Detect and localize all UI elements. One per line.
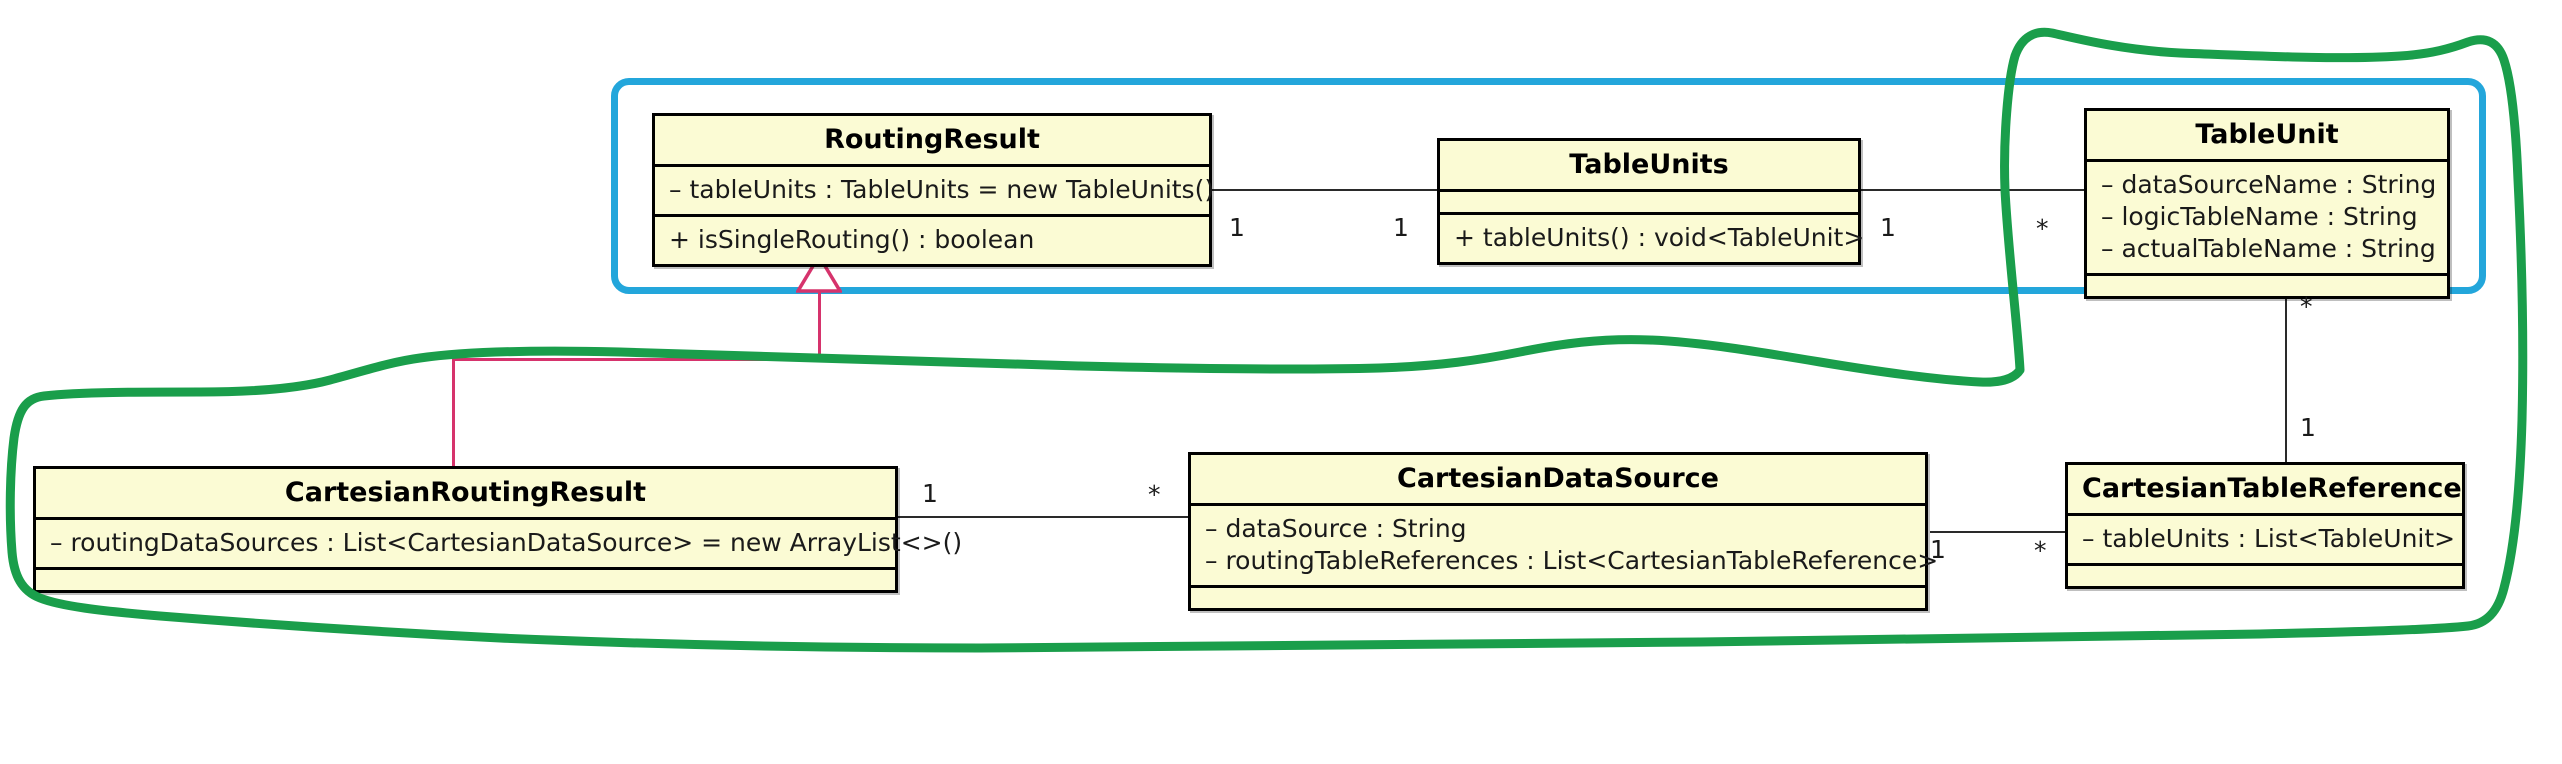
class-attribute: – dataSourceName : String bbox=[2101, 170, 2437, 200]
multiplicity-routingresult-side: 1 bbox=[1229, 213, 1245, 242]
class-title-cartesian-routing-result: CartesianRoutingResult bbox=[36, 469, 895, 521]
class-attributes-cartesian-table-reference: – tableUnits : List<TableUnit> bbox=[2068, 516, 2462, 567]
class-attribute: – routingDataSources : List<CartesianDat… bbox=[50, 528, 963, 558]
multiplicity-tableunits-right-side: 1 bbox=[1880, 213, 1896, 242]
class-attribute: – dataSource : String bbox=[1205, 514, 1467, 544]
association-line-tableunit-cartesiantablereference bbox=[2285, 275, 2287, 475]
class-attributes-table-units bbox=[1440, 192, 1858, 216]
class-box-cartesian-data-source[interactable]: CartesianDataSource – dataSource : Strin… bbox=[1188, 452, 1939, 612]
generalization-line-vertical-child bbox=[452, 358, 455, 469]
class-box-cartesian-table-reference[interactable]: CartesianTableReference – tableUnits : L… bbox=[2065, 462, 2465, 590]
class-methods-cartesian-table-reference bbox=[2068, 566, 2462, 586]
class-box-table-unit[interactable]: TableUnit – dataSourceName : String – lo… bbox=[2084, 108, 2450, 300]
class-title-table-units: TableUnits bbox=[1440, 141, 1858, 193]
class-box-cartesian-routing-result[interactable]: CartesianRoutingResult – routingDataSour… bbox=[33, 466, 963, 594]
class-methods-routing-result: + isSingleRouting() : boolean bbox=[655, 217, 1209, 264]
multiplicity-cartesiantablereference-top-side: 1 bbox=[2300, 413, 2316, 442]
class-attributes-routing-result: – tableUnits : TableUnits = new TableUni… bbox=[655, 167, 1215, 218]
association-line-cartesiandatasource-cartesiantablereference bbox=[1930, 531, 2065, 533]
class-attribute: – logicTableName : String bbox=[2101, 202, 2418, 232]
class-attribute: – routingTableReferences : List<Cartesia… bbox=[1205, 546, 1939, 576]
multiplicity-cartesiantablereference-left-side: * bbox=[2034, 536, 2047, 565]
class-attribute: – actualTableName : String bbox=[2101, 234, 2436, 264]
class-attributes-table-unit: – dataSourceName : String – logicTableNa… bbox=[2087, 162, 2447, 277]
class-methods-table-unit bbox=[2087, 276, 2447, 296]
class-method: + tableUnits() : void<TableUnit> bbox=[1454, 223, 1865, 253]
class-box-routing-result[interactable]: RoutingResult – tableUnits : TableUnits … bbox=[652, 113, 1215, 268]
class-title-cartesian-table-reference: CartesianTableReference bbox=[2068, 465, 2462, 517]
class-title-routing-result: RoutingResult bbox=[655, 116, 1209, 168]
multiplicity-tableunits-left-side: 1 bbox=[1393, 213, 1409, 242]
class-attributes-cartesian-data-source: – dataSource : String – routingTableRefe… bbox=[1191, 506, 1939, 589]
association-line-tableunits-tableunit bbox=[1855, 189, 2084, 191]
multiplicity-cartesianroutingresult-side: 1 bbox=[922, 479, 938, 508]
class-methods-cartesian-data-source bbox=[1191, 588, 1925, 608]
generalization-line-horizontal bbox=[452, 358, 821, 361]
class-title-table-unit: TableUnit bbox=[2087, 111, 2447, 163]
multiplicity-tableunit-left-side: * bbox=[2036, 214, 2049, 243]
class-box-table-units[interactable]: TableUnits + tableUnits() : void<TableUn… bbox=[1437, 138, 1865, 266]
multiplicity-tableunit-bottom-side: * bbox=[2300, 292, 2313, 321]
class-methods-table-units: + tableUnits() : void<TableUnit> bbox=[1440, 215, 1865, 262]
association-line-routingresult-tableunits bbox=[1205, 189, 1443, 191]
class-title-cartesian-data-source: CartesianDataSource bbox=[1191, 455, 1925, 507]
multiplicity-cartesiandatasource-right-side: 1 bbox=[1930, 535, 1946, 564]
association-line-cartesianroutingresult-cartesiandatasource bbox=[898, 516, 1188, 518]
class-attributes-cartesian-routing-result: – routingDataSources : List<CartesianDat… bbox=[36, 520, 963, 571]
class-attribute: – tableUnits : List<TableUnit> bbox=[2082, 524, 2456, 554]
class-attribute: – tableUnits : TableUnits = new TableUni… bbox=[669, 175, 1215, 205]
multiplicity-cartesiandatasource-left-side: * bbox=[1148, 480, 1161, 509]
class-method: + isSingleRouting() : boolean bbox=[669, 225, 1035, 255]
class-methods-cartesian-routing-result bbox=[36, 570, 895, 590]
